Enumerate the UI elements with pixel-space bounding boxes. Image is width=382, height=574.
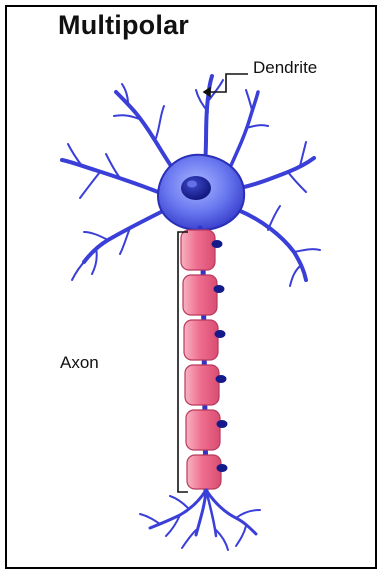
axon-label: Axon bbox=[60, 353, 99, 373]
nucleolus bbox=[187, 181, 197, 188]
myelin-segment-3 bbox=[184, 320, 226, 360]
cell-body bbox=[158, 155, 244, 230]
nucleus bbox=[181, 176, 211, 200]
myelin-sheath bbox=[181, 230, 228, 489]
myelin-segment-2 bbox=[183, 275, 225, 315]
myelin-segment-6 bbox=[187, 455, 228, 489]
myelin-segment-1 bbox=[181, 230, 223, 270]
myelin-segment-4 bbox=[185, 365, 227, 405]
axon-terminals bbox=[140, 490, 260, 550]
dendrite-label: Dendrite bbox=[253, 58, 317, 78]
axon-bracket bbox=[178, 232, 188, 492]
myelin-segment-5 bbox=[186, 410, 228, 450]
